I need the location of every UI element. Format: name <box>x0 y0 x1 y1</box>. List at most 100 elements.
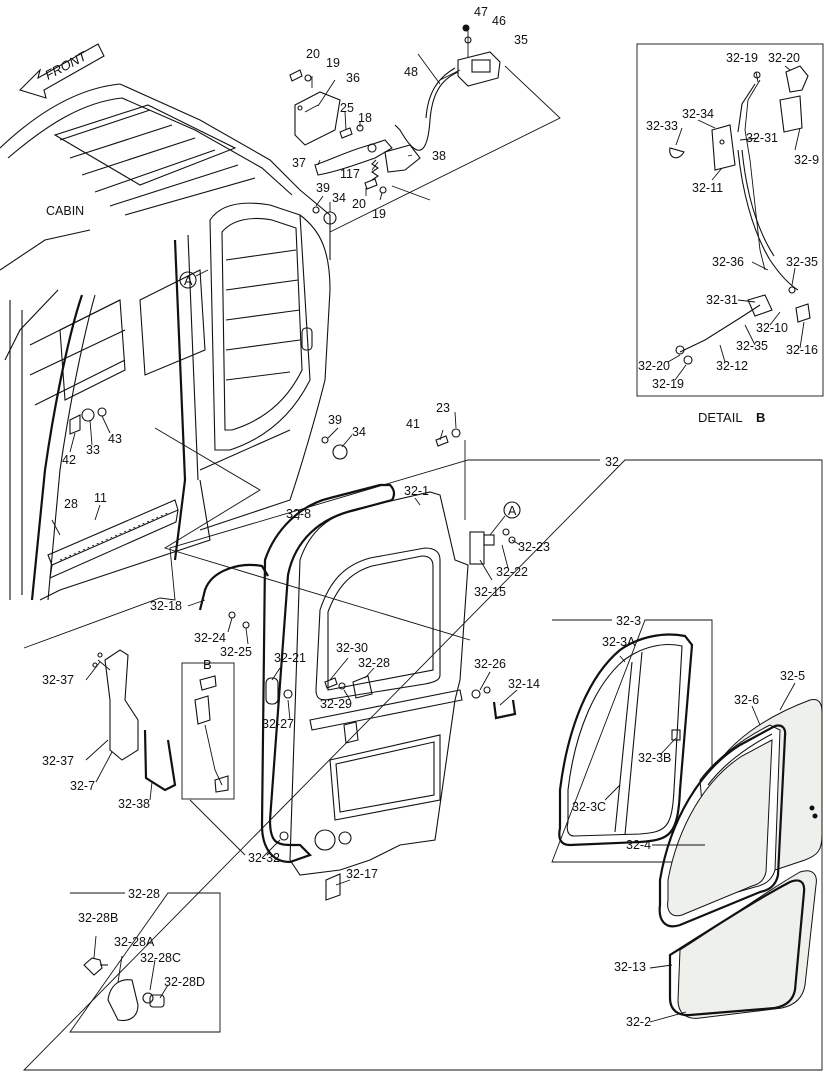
label-32-28c: 32-28C <box>140 951 181 965</box>
label-32-3a: 32-3A <box>602 635 636 649</box>
label-32-28-box: 32-28 <box>128 887 160 901</box>
detail-title: DETAIL <box>698 410 743 425</box>
label-cabin: CABIN <box>46 204 84 218</box>
detail-letter: B <box>756 410 765 425</box>
label-19-top: 19 <box>326 56 340 70</box>
label-d32-31a: 32-31 <box>746 131 778 145</box>
label-d32-35a: 32-35 <box>786 255 818 269</box>
label-32-3: 32-3 <box>616 614 641 628</box>
knob-detail-box <box>69 892 221 1033</box>
hinge-hardware <box>321 428 466 520</box>
label-32-25: 32-25 <box>220 645 252 659</box>
label-38: 38 <box>432 149 446 163</box>
label-32-13: 32-13 <box>614 960 646 974</box>
part-labels: 47 46 35 48 20 19 36 25 18 37 117 38 39 … <box>42 5 819 1029</box>
label-32-38: 32-38 <box>118 797 150 811</box>
label-d32-34: 32-34 <box>682 107 714 121</box>
label-d32-19b: 32-19 <box>652 377 684 391</box>
label-39-mid: 39 <box>328 413 342 427</box>
label-19-lower: 19 <box>372 207 386 221</box>
label-39-top: 39 <box>316 181 330 195</box>
label-32-8: 32-8 <box>286 507 311 521</box>
label-32-32: 32-32 <box>248 851 280 865</box>
label-32-17: 32-17 <box>346 867 378 881</box>
door-frame <box>289 491 469 876</box>
label-11: 11 <box>94 491 107 505</box>
label-32-5: 32-5 <box>780 669 805 683</box>
callout-a-door <box>489 501 521 536</box>
callout-a-cabin <box>179 269 209 289</box>
label-32: 32 <box>605 455 619 469</box>
label-32-28d: 32-28D <box>164 975 205 989</box>
label-d32-19: 32-19 <box>726 51 758 65</box>
detail-b-panel <box>636 43 824 397</box>
label-d32-35b: 32-35 <box>736 339 768 353</box>
label-32-28: 32-28 <box>358 656 390 670</box>
label-43: 43 <box>108 432 122 446</box>
lock-bracket <box>92 649 177 792</box>
label-18: 18 <box>358 111 372 125</box>
label-d32-9: 32-9 <box>794 153 819 167</box>
label-36: 36 <box>346 71 360 85</box>
door-latch-parts <box>265 675 373 744</box>
hinge <box>469 528 516 565</box>
latch-cable-assembly <box>289 24 561 233</box>
label-32-3b: 32-3B <box>638 751 671 765</box>
label-32-22: 32-22 <box>496 565 528 579</box>
label-d32-20b: 32-20 <box>638 359 670 373</box>
label-32-37b: 32-37 <box>42 754 74 768</box>
detail-b-inset <box>181 662 246 856</box>
label-32-2: 32-2 <box>626 1015 651 1029</box>
label-d32-31b: 32-31 <box>706 293 738 307</box>
lower-door-hardware <box>279 831 341 901</box>
label-20-top: 20 <box>306 47 320 61</box>
label-d32-33: 32-33 <box>646 119 678 133</box>
label-32-29: 32-29 <box>320 697 352 711</box>
label-32-21: 32-21 <box>274 651 306 665</box>
label-20-lower: 20 <box>352 197 366 211</box>
label-47: 47 <box>474 5 488 19</box>
label-25: 25 <box>340 101 354 115</box>
label-35: 35 <box>514 33 528 47</box>
door-seal <box>260 483 396 864</box>
grab-handle <box>198 564 269 629</box>
label-d32-11: 32-11 <box>692 181 723 195</box>
leader-lines <box>51 53 805 1023</box>
label-42: 42 <box>62 453 76 467</box>
label-d32-36: 32-36 <box>712 255 744 269</box>
label-d32-20: 32-20 <box>768 51 800 65</box>
label-32-26: 32-26 <box>474 657 506 671</box>
sliding-window-box <box>551 619 713 863</box>
door-assembly-box <box>22 459 823 1071</box>
label-37: 37 <box>292 156 306 170</box>
label-41: 41 <box>406 417 420 431</box>
callout-b-label: B <box>203 657 212 672</box>
label-34-top: 34 <box>332 191 346 205</box>
label-32-14: 32-14 <box>508 677 540 691</box>
label-32-28b: 32-28B <box>78 911 118 925</box>
label-32-24: 32-24 <box>194 631 226 645</box>
label-32-6: 32-6 <box>734 693 759 707</box>
label-32-28a: 32-28A <box>114 935 155 949</box>
label-32-7: 32-7 <box>70 779 95 793</box>
lower-glass <box>668 870 817 1019</box>
label-23: 23 <box>436 401 450 415</box>
label-32-37a: 32-37 <box>42 673 74 687</box>
label-32-15: 32-15 <box>474 585 506 599</box>
label-32-30: 32-30 <box>336 641 368 655</box>
lower-glass-seal <box>658 724 787 928</box>
label-32-23: 32-23 <box>518 540 550 554</box>
label-d32-10: 32-10 <box>756 321 788 335</box>
label-46: 46 <box>492 14 506 28</box>
label-32-4: 32-4 <box>626 838 651 852</box>
striker <box>471 686 517 720</box>
label-d32-12: 32-12 <box>716 359 748 373</box>
label-32-18: 32-18 <box>150 599 182 613</box>
label-48: 48 <box>404 65 418 79</box>
callout-a-cabin-letter: A <box>184 274 193 288</box>
label-32-1: 32-1 <box>404 484 429 498</box>
label-28: 28 <box>64 497 78 511</box>
label-33: 33 <box>86 443 100 457</box>
label-32-27: 32-27 <box>262 717 294 731</box>
